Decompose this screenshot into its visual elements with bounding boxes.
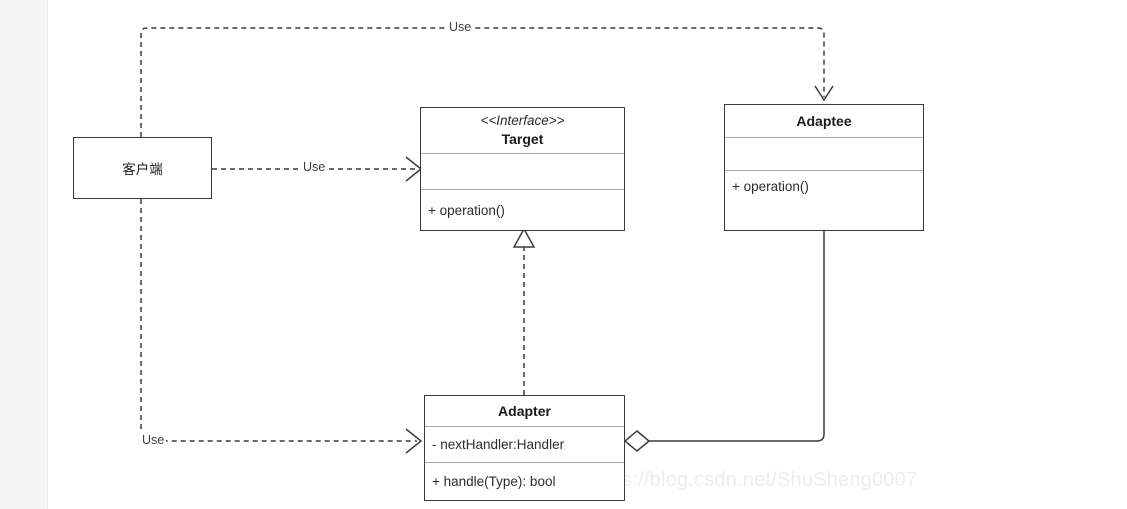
class-target-header: <<Interface>> Target	[421, 108, 624, 153]
class-box-client[interactable]: 客户端	[73, 137, 212, 199]
edge-label-client-uses-adaptee: Use	[447, 20, 474, 34]
class-adapter-operation-0: + handle(Type): bool	[432, 474, 556, 489]
class-adaptee-attributes	[725, 137, 923, 170]
class-target-name: Target	[501, 130, 544, 147]
arrowhead-open-adaptee	[814, 85, 834, 102]
edge-client-uses-adapter	[140, 199, 417, 442]
class-target-stereotype: <<Interface>>	[480, 112, 565, 128]
arrowhead-open-adapter	[405, 428, 423, 454]
class-adapter-attributes: - nextHandler:Handler	[425, 426, 624, 462]
class-adapter-name: Adapter	[498, 402, 551, 419]
class-box-adapter[interactable]: Adapter - nextHandler:Handler + handle(T…	[424, 395, 625, 501]
class-box-target[interactable]: <<Interface>> Target + operation()	[420, 107, 625, 231]
class-target-operation-0: + operation()	[428, 202, 505, 218]
class-adapter-header: Adapter	[425, 396, 624, 426]
class-adaptee-operation-0: + operation()	[732, 179, 809, 194]
class-box-adaptee[interactable]: Adaptee + operation()	[724, 104, 924, 231]
class-target-operations: + operation()	[421, 189, 624, 230]
arrowhead-hollow-diamond-adapter	[623, 430, 651, 452]
left-gutter	[0, 0, 48, 509]
class-adaptee-name: Adaptee	[796, 112, 852, 129]
edge-label-client-uses-adapter: Use	[140, 433, 167, 447]
class-adaptee-operations: + operation()	[725, 170, 923, 230]
arrowhead-hollow-triangle-target	[512, 227, 536, 248]
class-adapter-operations: + handle(Type): bool	[425, 462, 624, 500]
class-adapter-attribute-0: - nextHandler:Handler	[432, 437, 565, 452]
class-target-attributes	[421, 153, 624, 189]
edge-adapter-aggregates-adaptee	[648, 231, 825, 442]
class-adaptee-header: Adaptee	[725, 105, 923, 137]
class-client-header: 客户端	[74, 138, 211, 198]
edge-label-client-uses-target: Use	[301, 160, 328, 174]
class-client-name: 客户端	[122, 162, 163, 177]
watermark-text: https://blog.csdn.net/ShuSheng0007	[588, 469, 918, 491]
